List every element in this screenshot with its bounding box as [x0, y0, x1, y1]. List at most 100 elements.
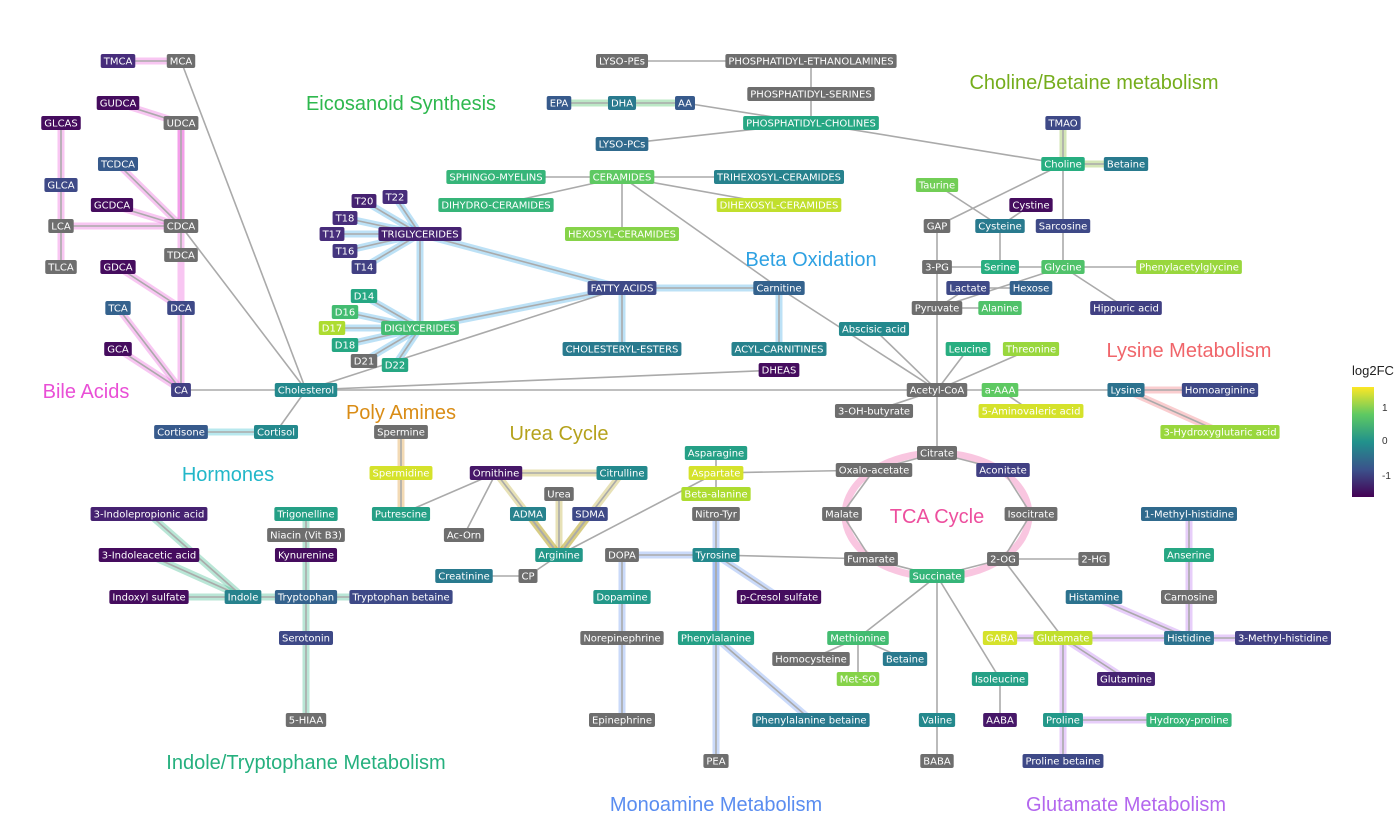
node-label: ADMA — [513, 510, 543, 521]
node-label: GCDCA — [94, 201, 130, 212]
node-methionine: Methionine — [827, 631, 889, 645]
node-box — [589, 170, 655, 184]
node-box — [1004, 507, 1058, 521]
node-box — [274, 548, 338, 562]
node-box — [44, 178, 78, 192]
node-adma: ADMA — [509, 507, 547, 521]
node-d18: D18 — [331, 338, 359, 352]
node-label: DOPA — [608, 551, 636, 562]
node-label: Indole — [228, 593, 259, 604]
node-label: T17 — [322, 230, 342, 241]
node-label: Tyrosine — [695, 551, 737, 562]
group-label-monoamine-metabolism: Monoamine Metabolism — [610, 794, 822, 816]
node-label: 2-OG — [990, 555, 1016, 566]
node-d21: D21 — [350, 354, 378, 368]
node-label: Valine — [922, 716, 952, 727]
edge-cholesterol-dheas — [305, 369, 780, 391]
node-lyso-pes: LYSO-PEs — [595, 54, 649, 68]
node-label: TMCA — [103, 57, 133, 68]
node-serotonin: Serotonin — [278, 631, 334, 645]
node-label: Lactate — [949, 284, 986, 295]
node-box — [1181, 383, 1259, 397]
node-hydroxy-proline: Hydroxy-proline — [1146, 713, 1232, 727]
node-cholesteryl-esters: CHOLESTERYL-ESTERS — [562, 342, 682, 356]
node-pyruvate: Pyruvate — [911, 301, 963, 315]
node-box — [981, 260, 1019, 274]
node-box — [736, 590, 822, 604]
node-label: Homocysteine — [775, 655, 846, 666]
node-gca: GCA — [104, 342, 132, 356]
node-label: BABA — [923, 757, 951, 768]
node-label: Malate — [825, 510, 859, 521]
node-label: Arginine — [538, 551, 580, 562]
node-label: CERAMIDES — [593, 173, 652, 184]
legend-title: log2FC — [1352, 363, 1394, 378]
edge-tca-ca — [117, 307, 182, 391]
node-cholesterol: Cholesterol — [274, 383, 338, 397]
node-tcdca: TCDCA — [97, 157, 139, 171]
node-box — [703, 754, 729, 768]
node-cdca: CDCA — [163, 219, 199, 233]
node-box — [753, 281, 805, 295]
node-malate: Malate — [822, 507, 862, 521]
node-box — [171, 383, 191, 397]
node-spermidine: Spermidine — [369, 466, 433, 480]
node-dihexosyl-ceramides: DIHEXOSYL-CERAMIDES — [716, 198, 842, 212]
node-box — [90, 507, 208, 521]
node-label: GABA — [986, 634, 1014, 645]
node-box — [882, 652, 928, 666]
node-label: Choline — [1044, 160, 1082, 171]
node-sphingo-myelins: SPHINGO-MYELINS — [446, 170, 546, 184]
node-label: Proline betaine — [1026, 757, 1101, 768]
node-box — [1065, 590, 1123, 604]
node-taurine: Taurine — [915, 178, 959, 192]
node-label: PHOSPHATIDYL-CHOLINES — [746, 119, 876, 130]
node-label: LYSO-PEs — [599, 57, 645, 68]
node-hexose: Hexose — [1009, 281, 1053, 295]
node-box — [844, 552, 898, 566]
node-box — [684, 446, 748, 460]
node-label: Anserine — [1167, 551, 1211, 562]
node-glutamine: Glutamine — [1097, 672, 1155, 686]
node-acyl-carnitines: ACYL-CARNITINES — [731, 342, 827, 356]
node-label: 3-PG — [925, 263, 949, 274]
edge-arginine-aspartate — [558, 472, 717, 556]
node-label: T22 — [385, 193, 405, 204]
node-box — [692, 507, 740, 521]
node-label: GDCA — [103, 263, 132, 274]
node-glcas: GLCAS — [41, 116, 81, 130]
node-box — [1235, 631, 1331, 645]
node-cystine: Cystine — [1009, 198, 1053, 212]
node-label: 3-Indolepropionic acid — [94, 510, 205, 521]
node-indole: Indole — [224, 590, 262, 604]
node-histidine: Histidine — [1164, 631, 1214, 645]
node-glca: GLCA — [44, 178, 78, 192]
node-homocysteine: Homocysteine — [772, 652, 850, 666]
node-label: GUDCA — [100, 99, 137, 110]
node-label: Citrate — [920, 449, 954, 460]
node-box — [105, 301, 131, 315]
node-box — [838, 322, 910, 336]
node-kynurenine: Kynurenine — [274, 548, 338, 562]
node-ac-orn: Ac-Orn — [443, 528, 485, 542]
node-label: Met-SO — [840, 675, 877, 686]
node-label: Glycine — [1044, 263, 1081, 274]
node-label: TCA — [107, 304, 128, 315]
node-box — [983, 713, 1017, 727]
node-tca: TCA — [105, 301, 131, 315]
legend-tick-mid: 0 — [1382, 436, 1388, 447]
node-label: Kynurenine — [278, 551, 334, 562]
node-box — [285, 713, 327, 727]
node-3-pg: 3-PG — [922, 260, 952, 274]
node-urea: Urea — [544, 487, 574, 501]
group-label-glutamate-metabolism: Glutamate Metabolism — [1026, 794, 1226, 816]
node-tryptophan-betaine: Tryptophan betaine — [349, 590, 453, 604]
node-label: MCA — [170, 57, 193, 68]
node-succinate: Succinate — [909, 569, 965, 583]
node-p-cresol-sulfate: p-Cresol sulfate — [736, 590, 822, 604]
node-box — [1002, 342, 1060, 356]
node-label: Cholesterol — [278, 386, 334, 397]
